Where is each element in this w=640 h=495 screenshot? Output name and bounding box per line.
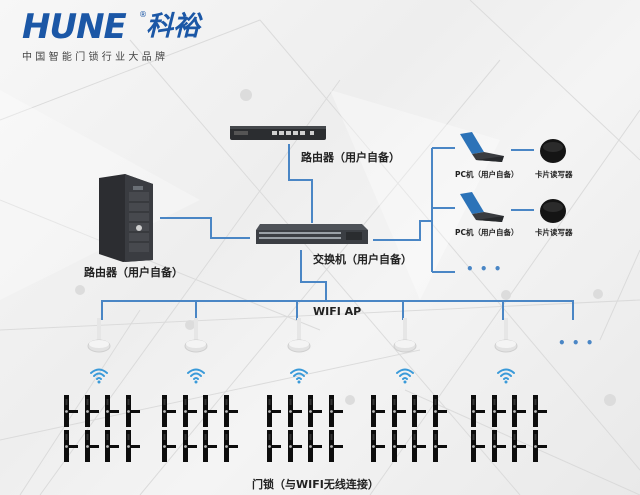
smart-door-lock-icon: [412, 430, 426, 462]
smart-door-lock-icon: [64, 395, 78, 427]
card-reader-icon: [540, 139, 566, 163]
smart-door-lock-icon: [84, 430, 99, 462]
smart-door-lock-icon: [371, 395, 385, 427]
wifi-signal-icon: [90, 368, 108, 384]
smart-door-lock-icon: [267, 430, 281, 462]
switch-label: 交换机（用户自备）: [313, 253, 412, 266]
smart-door-lock-icon: [471, 430, 485, 462]
reader2-label: 卡片读写器: [535, 228, 573, 237]
wifi-access-point-icon: [87, 318, 111, 353]
smart-door-lock-icon: [371, 430, 385, 462]
laptop-icon: [460, 132, 504, 162]
wifi-access-point-icon: [287, 318, 311, 353]
smart-door-lock-icon: [391, 430, 406, 462]
smart-door-lock-icon: [203, 430, 217, 462]
smart-door-lock-icon: [162, 430, 176, 462]
wifi-access-point-icon: [184, 318, 208, 353]
smart-door-lock-icon: [105, 395, 119, 427]
smart-door-lock-icon: [223, 430, 238, 462]
smart-door-lock-icon: [512, 430, 526, 462]
line-switch-pcs: [373, 220, 432, 241]
wifi-ap-label: WIFI AP: [313, 305, 362, 318]
smart-door-lock-icon: [491, 430, 506, 462]
smart-door-lock-icon: [162, 395, 176, 427]
smart-door-lock-icon: [125, 395, 140, 427]
wifi-signal-icon: [290, 368, 308, 384]
smart-door-lock-icon: [532, 430, 547, 462]
logo-chinese-name: 科裕: [146, 11, 200, 42]
server-label: 路由器（用户自备）: [84, 266, 183, 279]
smart-door-lock-icon: [308, 395, 322, 427]
smart-door-lock-icon: [105, 430, 119, 462]
ap-more-ellipsis: • • •: [558, 336, 595, 350]
registered-mark: ®: [139, 10, 147, 19]
locks-label: 门锁（与WIFI无线连接）: [252, 478, 379, 491]
smart-door-lock-icon: [512, 395, 526, 427]
logo-wordmark: HUNE: [22, 7, 127, 47]
server-tower-icon: [99, 174, 153, 262]
smart-door-lock-icon: [532, 395, 547, 427]
reader1-label: 卡片读写器: [535, 170, 573, 179]
smart-door-lock-icon: [267, 395, 281, 427]
wifi-signal-icon: [396, 368, 414, 384]
brand-logo: HUNE ® 科裕 中国智能门锁行业大品牌: [22, 7, 222, 63]
smart-door-lock-icon: [432, 395, 447, 427]
card-reader-icon: [540, 199, 566, 223]
smart-door-lock-icon: [328, 430, 343, 462]
smart-door-lock-icon: [64, 430, 78, 462]
smart-door-lock-icon: [391, 395, 406, 427]
wifi-access-point-icon: [393, 318, 417, 353]
smart-door-lock-icon: [412, 395, 426, 427]
wifi-signal-icon: [497, 368, 515, 384]
smart-door-lock-icon: [308, 430, 322, 462]
wifi-signal-icon: [187, 368, 205, 384]
pc-more-ellipsis: • • •: [466, 262, 503, 276]
smart-door-lock-icon: [287, 430, 302, 462]
logo-tagline: 中国智能门锁行业大品牌: [22, 52, 169, 63]
laptop-icon: [460, 192, 504, 222]
smart-door-lock-icon: [182, 395, 197, 427]
smart-door-lock-icon: [491, 395, 506, 427]
smart-door-lock-icon: [287, 395, 302, 427]
router-label: 路由器（用户自备）: [301, 151, 400, 164]
smart-door-lock-icon: [182, 430, 197, 462]
wifi-access-point-icon: [494, 318, 518, 353]
line-switch-bus: [300, 250, 327, 301]
pc1-label: PC机（用户自备）: [455, 170, 519, 179]
smart-door-lock-icon: [223, 395, 238, 427]
network-switch-icon: [256, 224, 368, 244]
smart-door-lock-icon: [432, 430, 447, 462]
smart-door-lock-icon: [125, 430, 140, 462]
pc2-label: PC机（用户自备）: [455, 228, 519, 237]
line-router-switch: [288, 144, 313, 223]
smart-door-lock-icon: [84, 395, 99, 427]
router-icon: [230, 126, 326, 140]
line-server-switch: [160, 217, 250, 239]
smart-door-lock-icon: [203, 395, 217, 427]
smart-door-lock-icon: [328, 395, 343, 427]
smart-door-lock-icon: [471, 395, 485, 427]
